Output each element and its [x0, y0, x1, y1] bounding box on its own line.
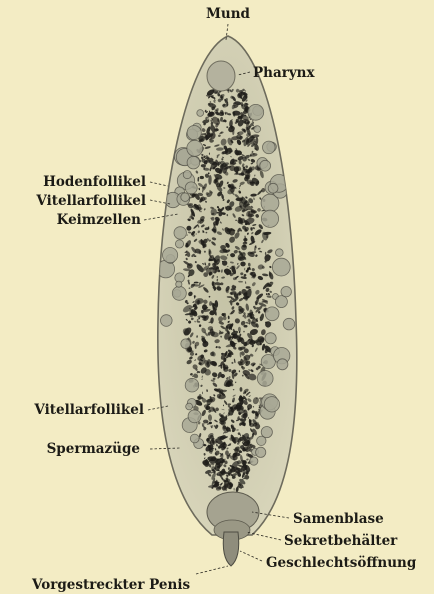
- leader-hodenfollikel: [150, 182, 168, 186]
- stipple-speck: [216, 444, 218, 447]
- follicle: [283, 318, 295, 330]
- label-pharynx: Pharynx: [253, 65, 315, 81]
- follicle: [181, 193, 190, 202]
- stipple-speck: [204, 167, 205, 170]
- follicle: [265, 333, 276, 344]
- penis-shape: [223, 532, 238, 566]
- follicle: [185, 182, 197, 194]
- follicle: [187, 156, 200, 169]
- stipple-speck: [241, 172, 245, 176]
- follicle: [272, 258, 290, 276]
- follicle: [163, 248, 178, 263]
- follicle: [256, 447, 266, 457]
- stipple-speck: [208, 263, 210, 266]
- stipple-speck: [189, 288, 191, 289]
- follicle: [186, 403, 193, 410]
- stipple-speck: [240, 262, 245, 267]
- follicle: [188, 410, 201, 423]
- label-vitellarfollikel-bottom: Vitellarfollikel: [33, 402, 144, 418]
- stipple-speck: [208, 117, 209, 118]
- label-sekretbehaelter: Sekretbehälter: [284, 533, 398, 549]
- follicle: [257, 371, 273, 387]
- follicle: [181, 339, 191, 349]
- pharynx-shape: [207, 61, 235, 91]
- follicle: [185, 378, 199, 392]
- follicle: [261, 210, 278, 227]
- follicle: [277, 359, 288, 370]
- follicle: [172, 286, 186, 300]
- follicle: [263, 141, 276, 154]
- label-penis: Vorgestreckter Penis: [31, 577, 190, 593]
- stipple-speck: [244, 325, 248, 328]
- follicle: [183, 171, 191, 179]
- follicle: [187, 140, 203, 156]
- label-keimzellen: Keimzellen: [57, 212, 142, 228]
- stipple-speck: [194, 282, 199, 284]
- follicle: [190, 434, 199, 443]
- follicle: [275, 296, 287, 308]
- follicle: [248, 104, 264, 120]
- follicle: [187, 126, 201, 140]
- leader-penis: [196, 566, 228, 574]
- follicle: [261, 427, 272, 438]
- follicle: [174, 227, 186, 239]
- leader-geschlechtsoeffnung: [240, 551, 262, 561]
- follicle: [265, 307, 279, 321]
- follicle: [281, 287, 291, 297]
- follicle: [264, 397, 279, 412]
- label-spermazuege: Spermazüge: [47, 441, 140, 457]
- label-vitellarfollikel-top: Vitellarfollikel: [35, 193, 146, 209]
- label-mund: Mund: [206, 6, 251, 22]
- label-hodenfollikel: Hodenfollikel: [43, 174, 146, 190]
- follicle: [254, 126, 261, 133]
- follicle: [268, 183, 278, 193]
- follicle: [260, 160, 271, 171]
- follicle: [176, 281, 182, 287]
- follicle: [276, 249, 284, 257]
- label-samenblase: Samenblase: [293, 511, 384, 527]
- follicle: [161, 315, 173, 327]
- label-geschlechtsoeffnung: Geschlechtsöffnung: [266, 555, 417, 571]
- follicle: [175, 240, 183, 248]
- follicle: [250, 457, 258, 465]
- follicle: [197, 110, 204, 117]
